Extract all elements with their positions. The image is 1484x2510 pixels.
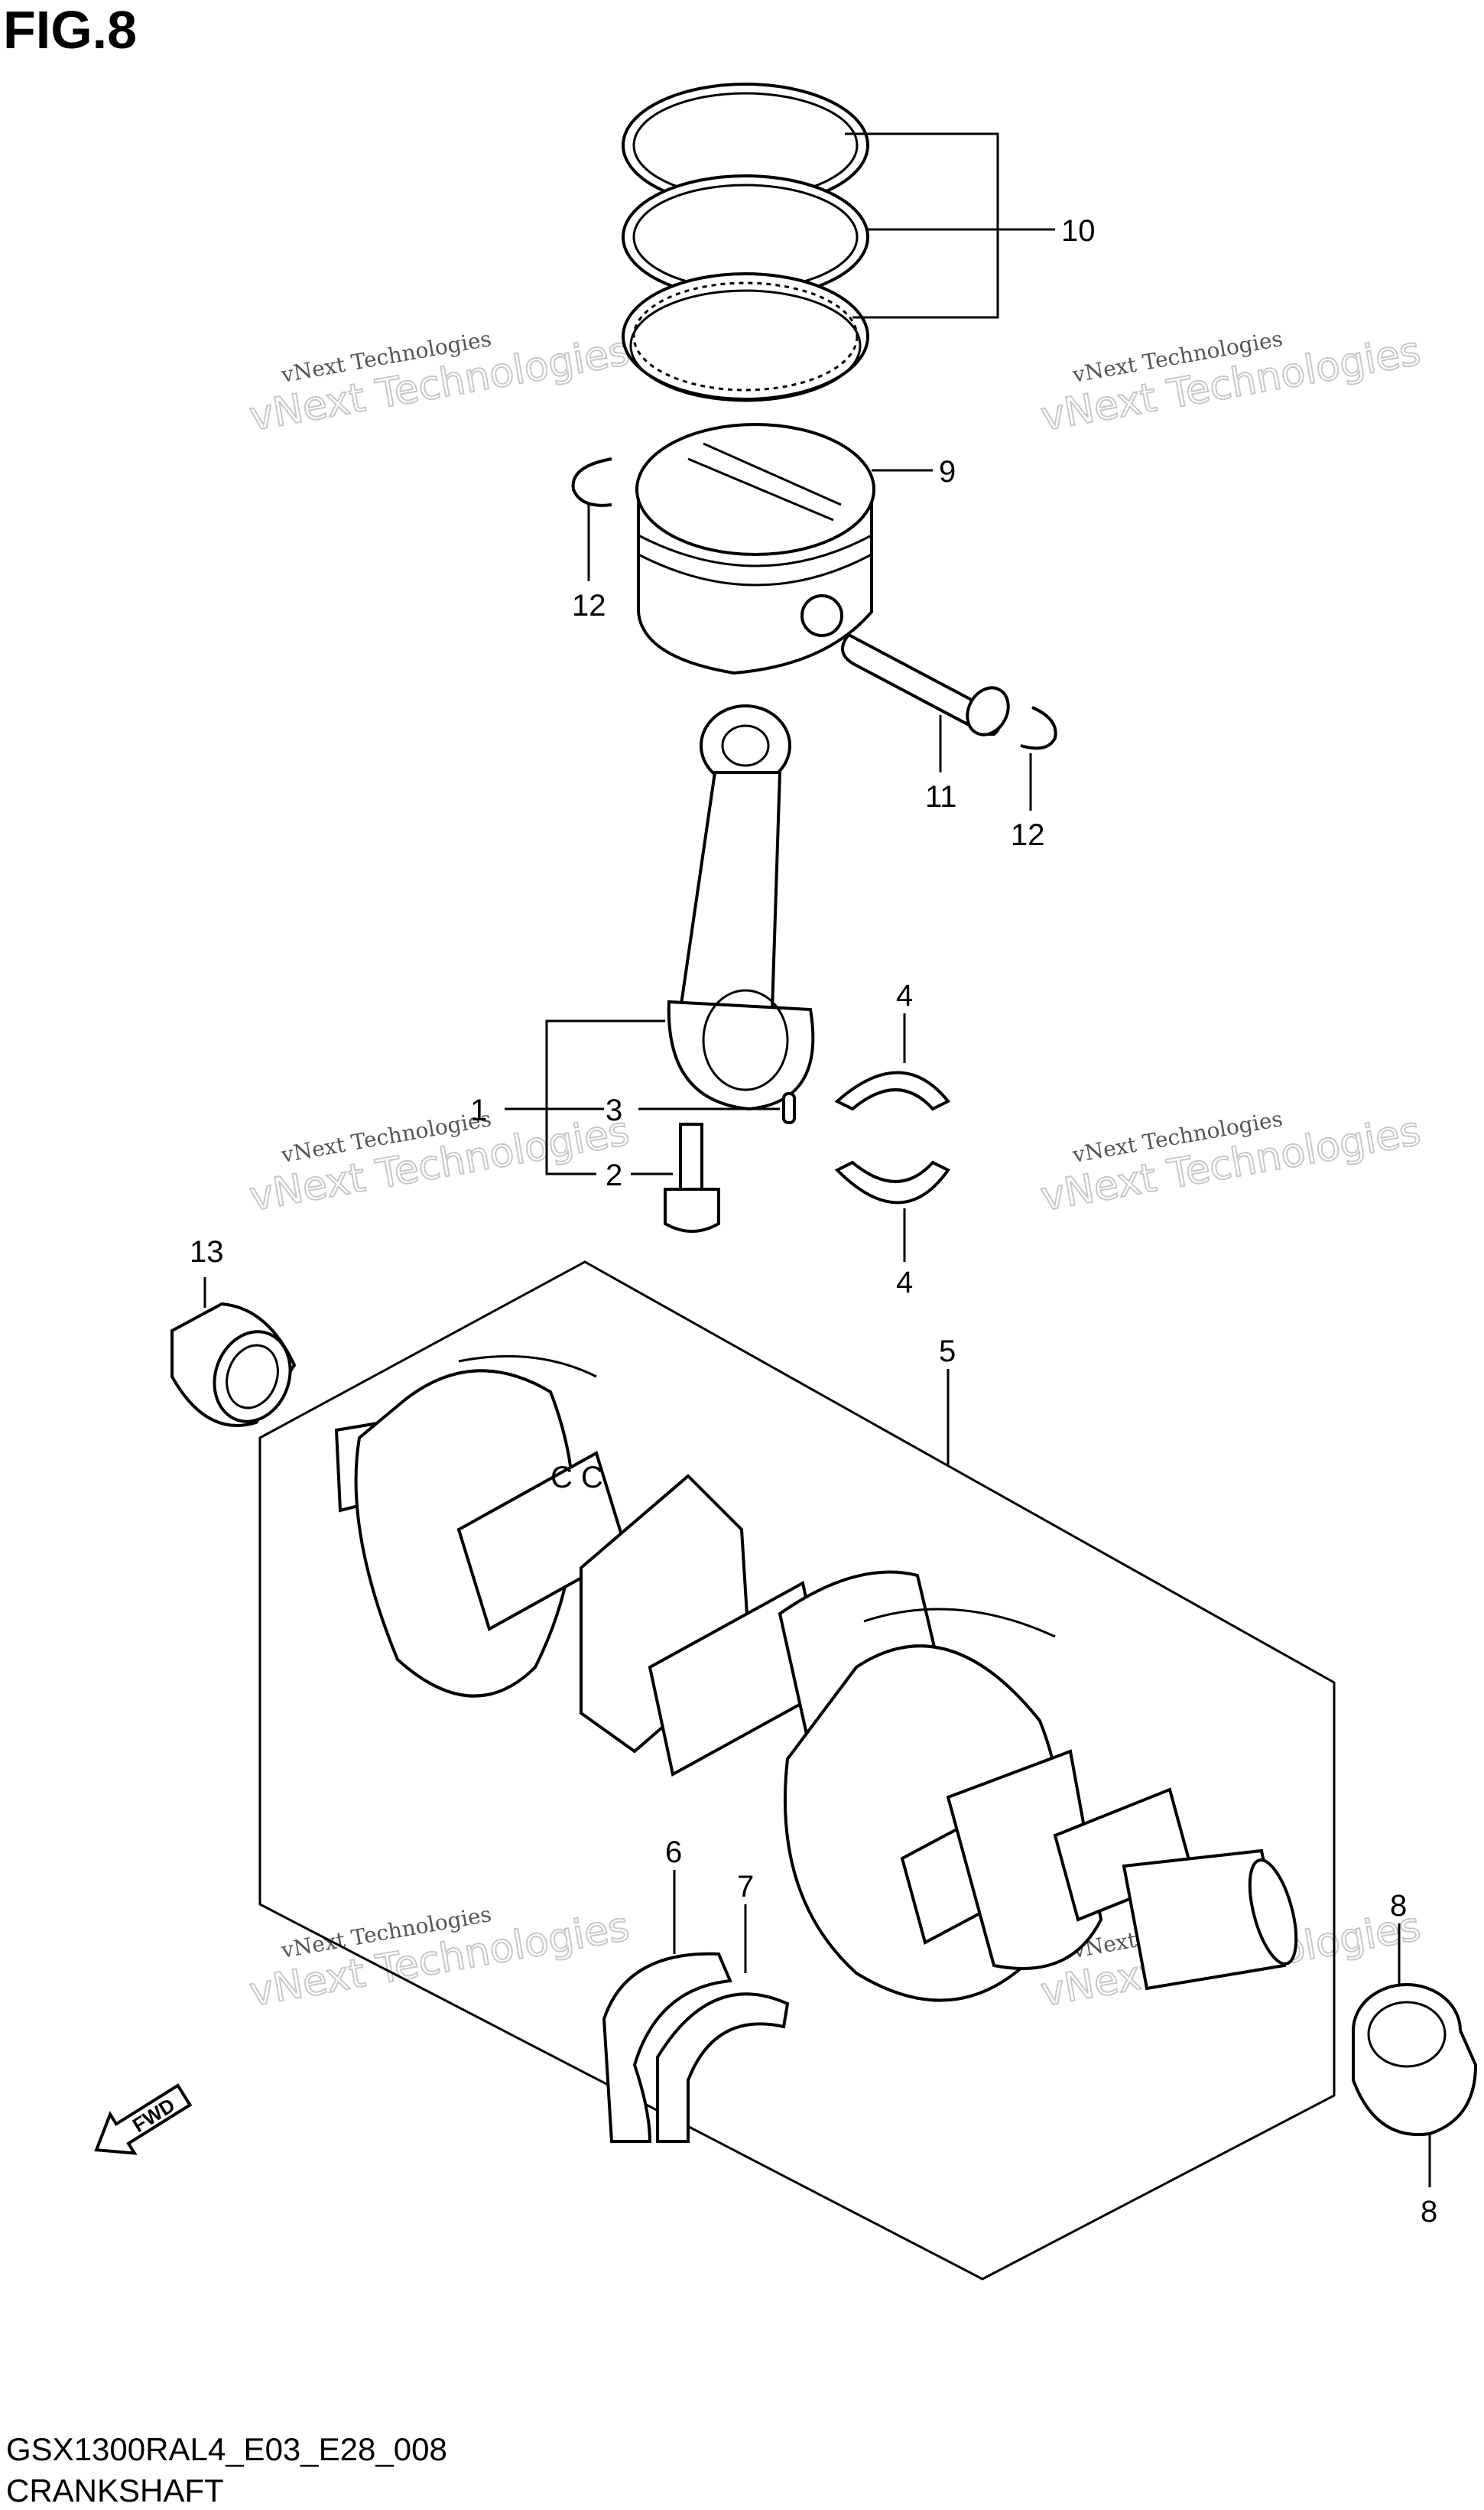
callout-13: 13 bbox=[190, 1235, 224, 1269]
conrod-bolt bbox=[664, 1123, 720, 1233]
crankshaft-assembly-box bbox=[258, 1260, 1336, 2281]
crankshaft-journal-bearing bbox=[1352, 1983, 1478, 2137]
crankshaft: C C bbox=[334, 1354, 1298, 2002]
thrust-bearing-7 bbox=[656, 1992, 790, 2143]
piston-pin-circlip-right bbox=[1020, 706, 1057, 750]
leader-1-bracket bbox=[545, 1019, 665, 1175]
piston-pin-circlip-left bbox=[571, 457, 612, 507]
callout-4-upper: 4 bbox=[896, 979, 913, 1013]
figure-title: FIG.8 bbox=[3, 0, 138, 60]
watermark-mid-right: vNext Technologies vNext Technologies bbox=[1037, 1106, 1424, 1221]
diagram-code: GSX1300RAL4_E03_E28_008 bbox=[6, 2431, 447, 2467]
watermark-top-right: vNext Technologies vNext Technologies bbox=[1037, 326, 1424, 441]
piston-pin bbox=[841, 632, 1010, 736]
conrod-bearing-lower bbox=[834, 1160, 950, 1205]
conrod-dowel-pin bbox=[782, 1092, 796, 1124]
piston-ring-oil bbox=[622, 272, 869, 401]
piston-ring-set bbox=[622, 83, 869, 402]
callout-3: 3 bbox=[606, 1094, 622, 1127]
callout-1: 1 bbox=[470, 1094, 487, 1127]
connecting-rod bbox=[667, 704, 815, 1111]
callout-2: 2 bbox=[606, 1159, 622, 1192]
piston bbox=[635, 423, 875, 675]
leader-10-bracket bbox=[845, 132, 999, 319]
callout-10: 10 bbox=[1061, 214, 1096, 248]
callout-9: 9 bbox=[939, 455, 956, 489]
diagram-caption: CRANKSHAFT bbox=[6, 2473, 224, 2508]
watermark-mid-left: vNext Technologies vNext Technologies bbox=[245, 1106, 633, 1221]
callout-11: 11 bbox=[925, 780, 957, 814]
callout-6: 6 bbox=[665, 1835, 682, 1869]
crank-end-needle-bearing bbox=[170, 1302, 297, 1427]
callout-8-lower: 8 bbox=[1421, 2195, 1437, 2229]
callout-4-lower: 4 bbox=[896, 1266, 913, 1299]
thrust-bearing-6 bbox=[602, 1952, 732, 2143]
svg-text:C C: C C bbox=[550, 1461, 603, 1494]
callout-8-upper: 8 bbox=[1390, 1889, 1407, 1923]
callout-7: 7 bbox=[737, 1870, 754, 1904]
callout-5: 5 bbox=[939, 1335, 956, 1368]
watermark-top-left: vNext Technologies vNext Technologies bbox=[245, 326, 633, 441]
callout-12-right: 12 bbox=[1011, 818, 1045, 852]
conrod-bearing-upper bbox=[834, 1071, 951, 1111]
callout-12-left: 12 bbox=[572, 589, 606, 623]
forward-direction-arrow: FWD bbox=[94, 2083, 193, 2155]
